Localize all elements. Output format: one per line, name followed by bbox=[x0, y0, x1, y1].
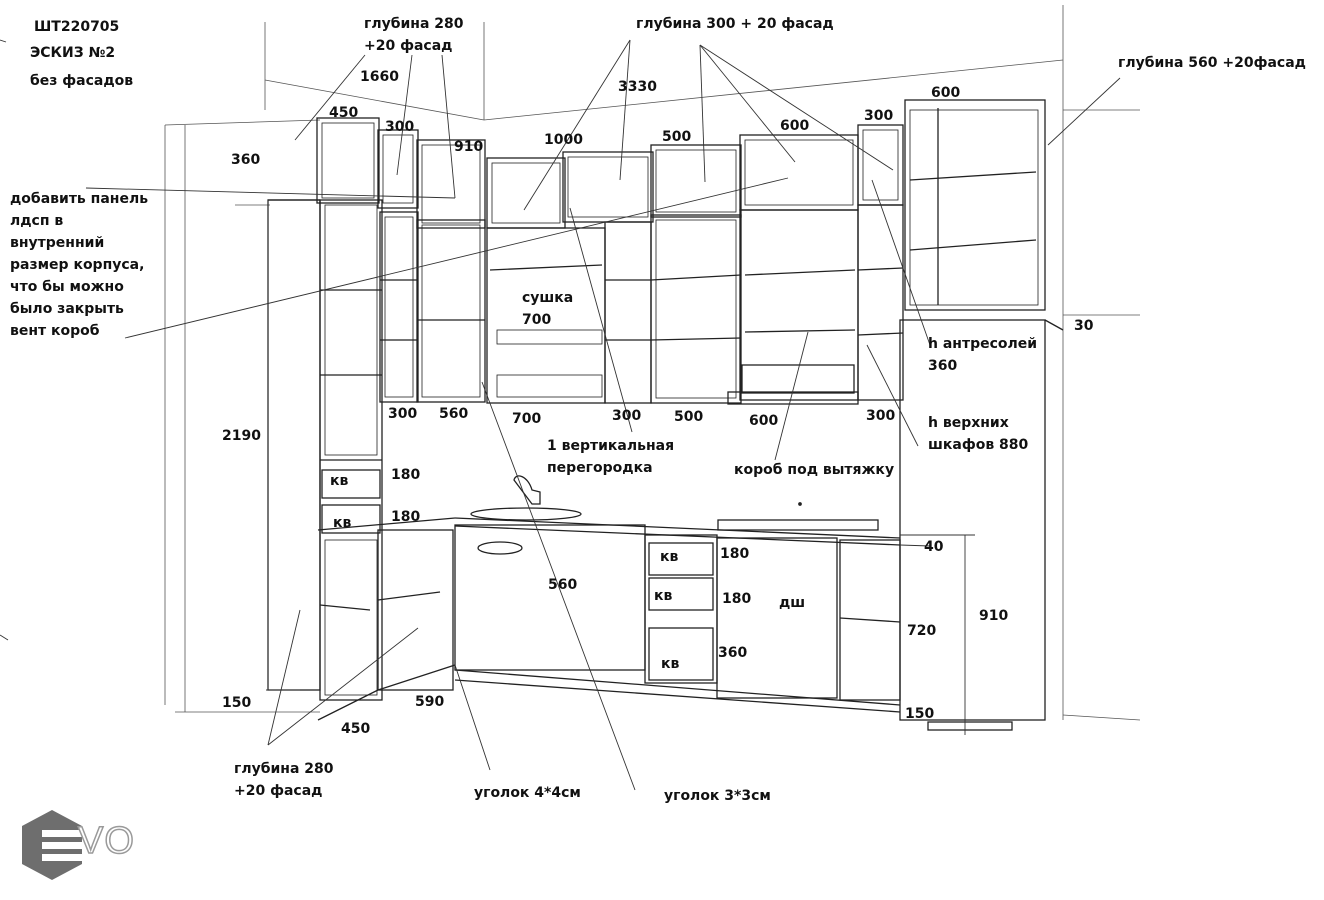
dim-label: 360 bbox=[231, 152, 261, 168]
evo-logo bbox=[22, 810, 88, 880]
label-drawer: кв bbox=[661, 656, 680, 672]
label-drawer: кв bbox=[654, 588, 673, 604]
dim-label: 1660 bbox=[360, 69, 399, 85]
dim-label: 300 bbox=[388, 406, 418, 422]
note-mezzanine-height: h антресолей 360 bbox=[928, 336, 1038, 374]
note-partition: 1 вертикальная перегородка bbox=[547, 438, 675, 476]
label-drawer: кв bbox=[333, 515, 352, 531]
dim-label: 450 bbox=[341, 721, 371, 737]
note-upper-height: h верхних шкафов 880 bbox=[928, 415, 1029, 453]
dim-label: 1000 bbox=[544, 132, 583, 148]
dim-label: 720 bbox=[907, 623, 937, 639]
dim-label: 300 bbox=[385, 119, 415, 135]
dim-label: 180 bbox=[720, 546, 750, 562]
note-depth-top-left: глубина 280 +20 фасад bbox=[364, 16, 464, 54]
dim-label: 180 bbox=[391, 509, 421, 525]
note-depth-top-mid: глубина 300 + 20 фасад bbox=[636, 16, 834, 32]
note-drying-rack: сушка 700 bbox=[522, 290, 574, 328]
sketch-number: ЭСКИЗ №2 bbox=[30, 45, 116, 61]
dim-label: 300 bbox=[866, 408, 896, 424]
note-depth-top-right: глубина 560 +20фасад bbox=[1118, 55, 1306, 71]
label-drawer: кв bbox=[330, 473, 349, 489]
dim-label: 700 bbox=[512, 411, 542, 427]
dim-label: 910 bbox=[454, 139, 484, 155]
sketch-note: без фасадов bbox=[30, 73, 134, 89]
evo-logo-text: VO bbox=[77, 819, 135, 863]
note-depth-bottom-left: глубина 280 +20 фасад bbox=[234, 761, 334, 799]
dim-label: 150 bbox=[222, 695, 252, 711]
dim-label: 30 bbox=[1074, 318, 1094, 334]
label-drawer: кв bbox=[660, 549, 679, 565]
dim-label: 40 bbox=[924, 539, 944, 555]
note-left-panel: добавить панель лдсп в внутренний размер… bbox=[10, 191, 149, 339]
dim-label: 360 bbox=[718, 645, 748, 661]
dim-label: 600 bbox=[931, 85, 961, 101]
dim-label: 300 bbox=[612, 408, 642, 424]
dim-label: 180 bbox=[722, 591, 752, 607]
label-dishwasher: дш bbox=[779, 595, 806, 611]
dim-label: 2190 bbox=[222, 428, 261, 444]
note-corner-4: уголок 4*4см bbox=[474, 785, 581, 801]
dim-label: 3330 bbox=[618, 79, 657, 95]
dim-label: 500 bbox=[674, 409, 704, 425]
dim-label: 600 bbox=[780, 118, 810, 134]
dim-label: 560 bbox=[439, 406, 469, 422]
dim-label: 150 bbox=[905, 706, 935, 722]
dim-label: 560 bbox=[548, 577, 578, 593]
project-code: ШТ220705 bbox=[34, 19, 120, 35]
note-hood-box: короб под вытяжку bbox=[734, 462, 895, 478]
dim-label: 500 bbox=[662, 129, 692, 145]
dim-label: 180 bbox=[391, 467, 421, 483]
dim-label: 600 bbox=[749, 413, 779, 429]
dim-label: 910 bbox=[979, 608, 1009, 624]
dim-label: 450 bbox=[329, 105, 359, 121]
dim-label: 300 bbox=[864, 108, 894, 124]
note-corner-3: уголок 3*3см bbox=[664, 788, 771, 804]
dim-label: 590 bbox=[415, 694, 445, 710]
